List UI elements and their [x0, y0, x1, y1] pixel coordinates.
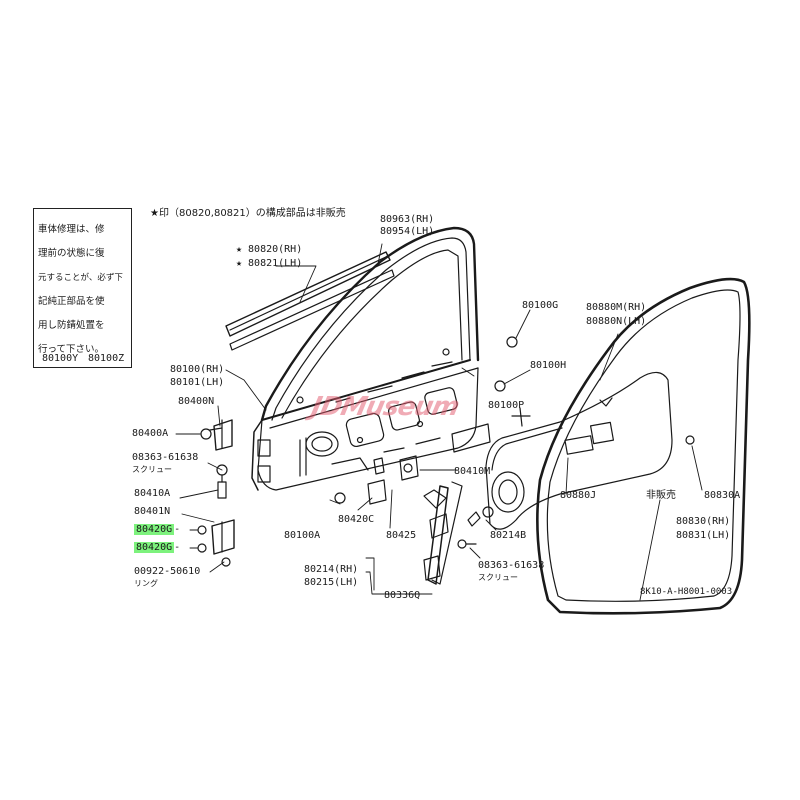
note-text: 車体修理は、修 理前の状態に復 元することが、必ず下 記純正部品を使 用し防錆処…	[38, 212, 128, 368]
part-label-80425: 80425	[386, 530, 417, 541]
trim-panel-drawing	[485, 371, 673, 530]
part-label-80100h: 80100H	[530, 360, 567, 371]
part-label-80100z: 80100Z	[88, 353, 125, 364]
part-label-80880j: 80880J	[560, 490, 597, 501]
ring-note: リング	[134, 579, 158, 588]
part-label-80831-lh: 80831(LH)	[676, 530, 731, 541]
leader-lines	[175, 243, 703, 601]
header-note: ★印（80820,80821）の構成部品は非販売	[150, 208, 346, 219]
part-label-80830a: 80830A	[704, 490, 741, 501]
note-line: 用し防錆処置を	[38, 320, 105, 331]
note-line: 車体修理は、修	[38, 224, 105, 235]
part-label-08363-upper: 08363-61638	[132, 452, 199, 463]
screw-note-lower: スクリュー	[478, 573, 518, 582]
part-label-80214-rh: 80214(RH)	[304, 564, 359, 575]
part-label-80880n: 80880N(LH)	[586, 316, 647, 327]
note-line: 記純正部品を使	[38, 296, 105, 307]
fasteners-drawing	[197, 336, 695, 567]
weatherstrip-drawing	[536, 277, 751, 615]
part-label-80100-rh: 80100(RH)	[170, 364, 225, 375]
note-line: 元することが、必ず下	[38, 273, 123, 283]
part-label-80410a: 80410A	[134, 488, 171, 499]
belt-moulding-drawing	[225, 251, 395, 351]
part-label-80420g-lower: 80420G-	[134, 542, 181, 553]
window-regulator-drawing	[423, 481, 463, 585]
latch-parts-drawing	[367, 455, 481, 527]
highlight-marker: 80420G	[134, 542, 175, 553]
part-label-80830-rh: 80830(RH)	[676, 516, 731, 527]
hinge-drawing	[211, 419, 235, 555]
seal-pad-drawing	[451, 423, 491, 453]
part-label-08363-lower: 08363-61638	[478, 560, 545, 571]
hihanbai-note: 非販売	[646, 490, 676, 501]
highlight-marker: 80420G	[134, 524, 175, 535]
part-label-80400n: 80400N	[178, 396, 215, 407]
note-box: 車体修理は、修 理前の状態に復 元することが、必ず下 記純正部品を使 用し防錆処…	[33, 208, 132, 368]
part-label-80100g: 80100G	[522, 300, 559, 311]
part-label-80100y: 80100Y	[42, 353, 79, 364]
part-label-80420g-upper: 80420G-	[134, 524, 181, 535]
part-label-80820: ★ 80820(RH)	[236, 244, 303, 255]
note-line: 行って下さい。	[38, 344, 105, 355]
watermark-logo: JDMuseum	[308, 392, 462, 422]
part-label-80880m: 80880M(RH)	[586, 302, 647, 313]
part-label-80336q: 80336Q	[384, 590, 421, 601]
part-label-80215-lh: 80215(LH)	[304, 577, 359, 588]
diagram-code: 8K10-A-H8001-0003	[640, 587, 733, 597]
part-label-80410m: 80410M	[454, 466, 491, 477]
part-label-80400a: 80400A	[132, 428, 169, 439]
part-label-80963: 80963(RH)	[380, 214, 435, 225]
screw-note-upper: スクリュー	[132, 465, 172, 474]
part-label-80821: ★ 80821(LH)	[236, 258, 303, 269]
door-frame-drawing	[251, 226, 480, 491]
part-label-80954: 80954(LH)	[380, 226, 435, 237]
part-label-80101-lh: 80101(LH)	[170, 377, 225, 388]
part-label-80420c: 80420C	[338, 514, 375, 525]
part-label-80100p: 80100P	[488, 400, 525, 411]
part-label-00922: 00922-50610	[134, 566, 201, 577]
part-label-80100a: 80100A	[284, 530, 321, 541]
part-label-80214b: 80214B	[490, 530, 527, 541]
note-line: 理前の状態に復	[38, 248, 105, 259]
part-label-80401n: 80401N	[134, 506, 171, 517]
